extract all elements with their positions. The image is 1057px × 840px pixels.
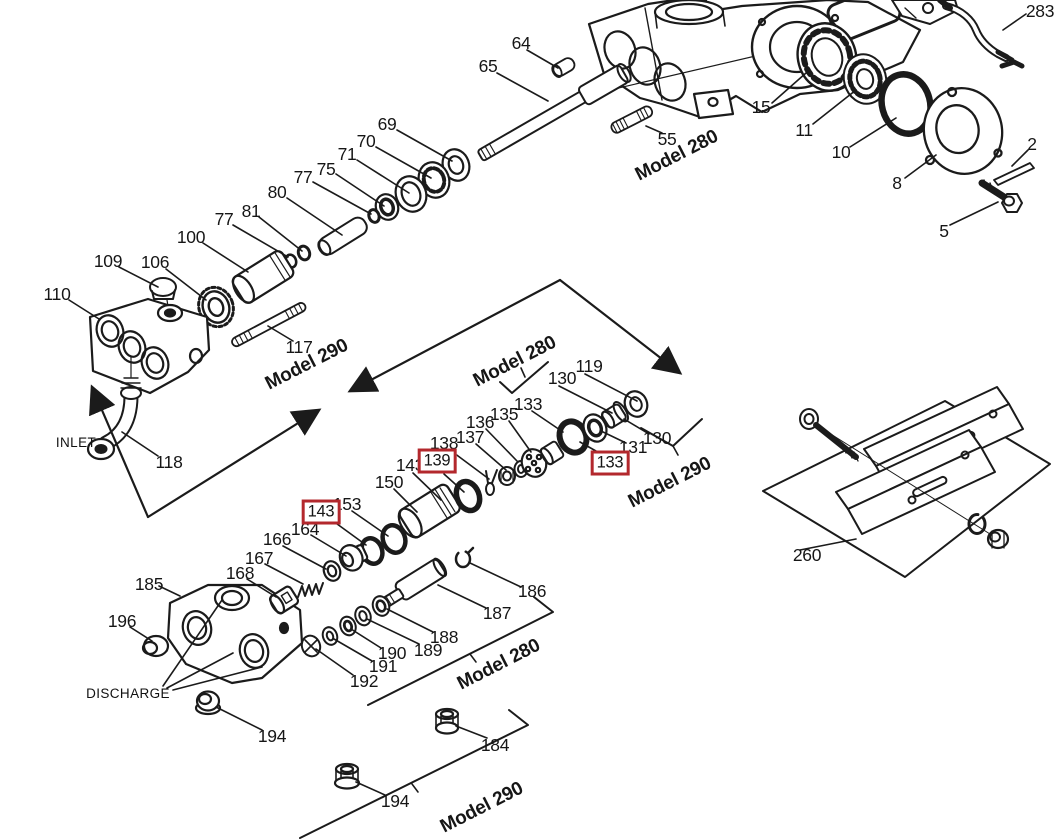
part-label-55: 55 [657, 128, 677, 149]
part-label-184: 184 [480, 734, 510, 755]
plunger-150 [397, 483, 461, 539]
inlet-elbow-118 [86, 356, 142, 461]
part-label-185: 185 [134, 573, 164, 594]
hose-283 [937, 0, 1025, 69]
part-label-77-b: 77 [214, 208, 234, 229]
part-label-69: 69 [377, 113, 397, 134]
part-label-137: 137 [455, 426, 485, 447]
part-label-190: 190 [377, 642, 407, 663]
part-label-110: 110 [43, 283, 71, 304]
o-ring-10 [878, 71, 934, 137]
part-label-130-a: 130 [547, 367, 577, 388]
part-label-130-b: 130 [642, 427, 672, 448]
plunger-80 [317, 216, 368, 256]
discharge-manifold-185 [166, 583, 304, 685]
part-label-189: 189 [413, 639, 443, 660]
nut-194-bottom [333, 762, 361, 790]
part-label-64: 64 [511, 32, 531, 53]
bracket-assembly-260 [762, 386, 1051, 578]
retainer-clip-186 [454, 546, 475, 569]
part-label-167: 167 [244, 547, 274, 568]
part-label-188: 188 [429, 626, 459, 647]
part-label-166: 166 [262, 528, 292, 549]
cylinder-100 [231, 250, 295, 304]
bearing-15 [796, 22, 858, 92]
leader-lines [68, 13, 1029, 796]
part-label-5: 5 [939, 220, 949, 241]
highlighted-part-label-139: 139 [417, 448, 457, 474]
part-label-260: 260 [792, 544, 822, 565]
poppet-164 [338, 544, 369, 572]
part-label-75: 75 [316, 158, 336, 179]
part-label-70: 70 [356, 130, 376, 151]
part-label-106: 106 [140, 251, 170, 272]
part-label-10: 10 [831, 141, 851, 162]
nut-184 [434, 707, 460, 735]
small-rings-188-192 [300, 595, 391, 658]
part-label-192: 192 [349, 670, 379, 691]
part-label-77-a: 77 [293, 166, 313, 187]
part-label-8: 8 [892, 172, 902, 193]
part-label-109: 109 [93, 250, 123, 271]
part-label-65: 65 [478, 55, 498, 76]
part-label-186: 186 [517, 580, 547, 601]
assembly-pointer-lines [89, 278, 683, 519]
part-label-71: 71 [337, 143, 357, 164]
part-label-117: 117 [285, 336, 313, 357]
highlighted-part-label-133: 133 [590, 450, 630, 476]
seal-139 [453, 478, 483, 514]
spring-167 [297, 582, 324, 598]
valve-106 [197, 285, 235, 329]
part-label-187: 187 [482, 602, 512, 623]
part-label-119: 119 [575, 355, 603, 376]
key-2 [993, 162, 1035, 186]
o-ring-153 [380, 523, 408, 555]
part-label-143-a: 143 [395, 454, 425, 475]
part-label-194-a: 194 [257, 725, 287, 746]
discharge-label: DISCHARGE [86, 685, 170, 701]
seal-stack-69-77 [367, 148, 471, 224]
part-label-138: 138 [429, 432, 459, 453]
pin-64 [551, 57, 576, 78]
part-label-168: 168 [225, 562, 255, 583]
valve-disc-166 [322, 560, 342, 582]
part-label-191: 191 [368, 655, 398, 676]
ring-81 [296, 244, 312, 262]
discharge-pointer-lines [162, 599, 263, 691]
flange-8 [922, 86, 1004, 175]
part-label-135: 135 [489, 403, 519, 424]
part-label-11: 11 [795, 119, 813, 140]
part-label-133-a: 133 [513, 393, 543, 414]
part-label-136: 136 [465, 411, 495, 432]
plug-196 [141, 634, 170, 658]
crankshaft-65 [477, 62, 632, 162]
valve-seat-168 [268, 585, 300, 615]
part-label-150: 150 [374, 471, 404, 492]
model-group-brackets [299, 361, 703, 839]
nut-194-left [194, 690, 222, 716]
inlet-manifold-110 [88, 297, 211, 395]
cotter-pin-138 [485, 469, 498, 496]
part-label-196: 196 [107, 610, 137, 631]
nut-137 [498, 466, 516, 486]
spacer-133 [539, 440, 565, 466]
highlighted-part-label-143: 143 [301, 499, 341, 525]
part-label-100: 100 [176, 226, 206, 247]
stud-55 [610, 105, 654, 134]
part-label-118: 118 [155, 451, 183, 472]
part-label-81: 81 [241, 200, 261, 221]
bolt-5 [978, 179, 1023, 213]
part-label-194-b: 194 [380, 790, 410, 811]
part-label-80: 80 [267, 181, 287, 202]
inlet-label: INLET [55, 434, 97, 450]
part-label-283: 283 [1025, 0, 1055, 21]
part-label-2: 2 [1027, 133, 1037, 154]
part-label-15: 15 [751, 96, 771, 117]
